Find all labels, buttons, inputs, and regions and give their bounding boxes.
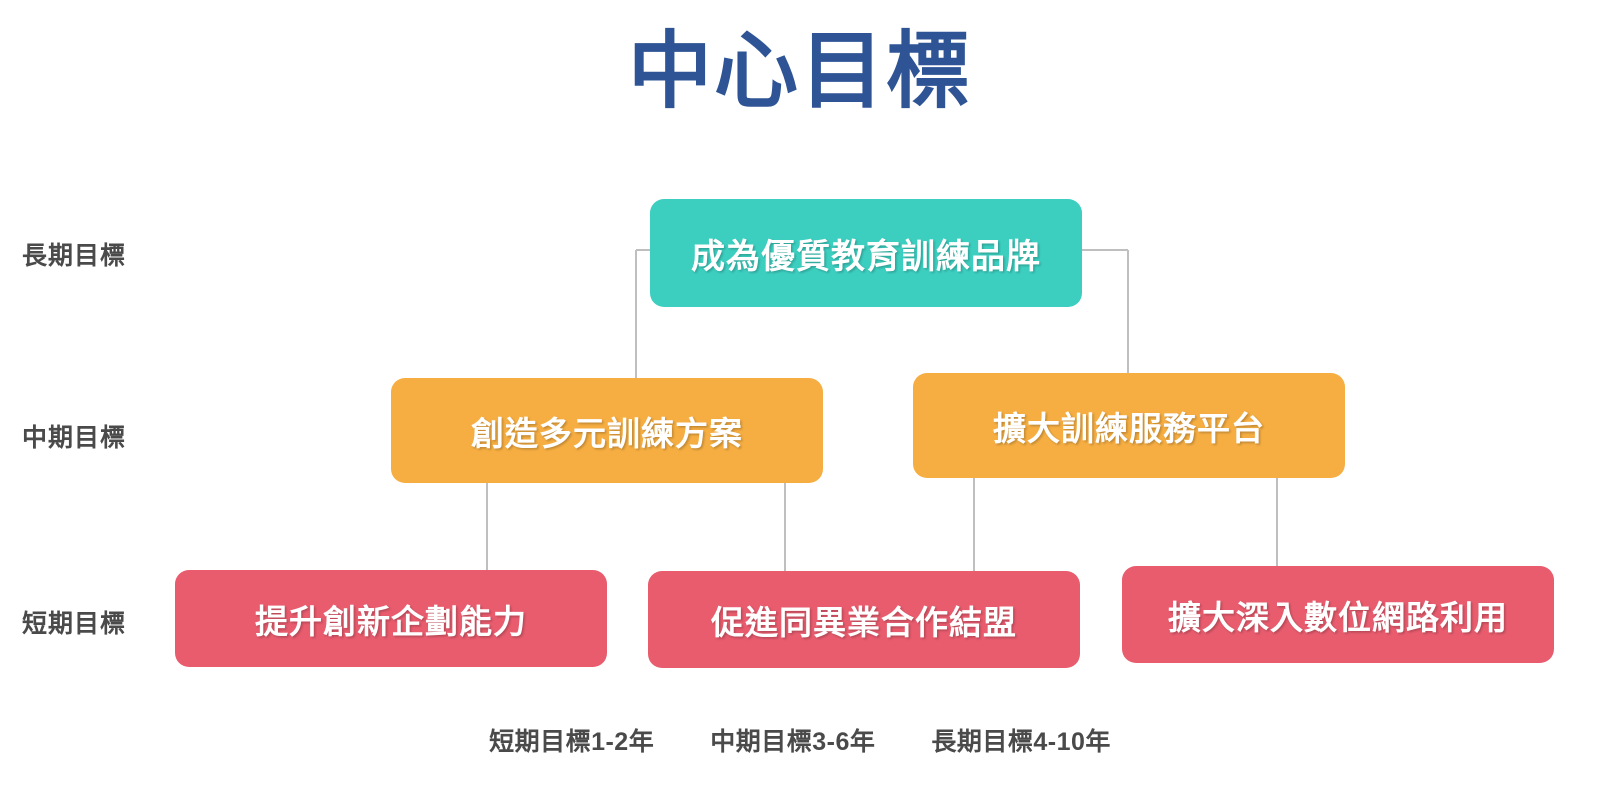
legend-item-short-term: 短期目標1-2年: [489, 728, 655, 756]
tier-label-short-term: 短期目標: [22, 610, 127, 638]
node-mid-term-2[interactable]: 擴大訓練服務平台: [913, 373, 1345, 478]
node-short-term-2[interactable]: 促進同異業合作結盟: [648, 571, 1080, 668]
tier-label-mid-term: 中期目標: [22, 424, 127, 452]
legend-item-mid-term: 中期目標3-6年: [710, 728, 876, 756]
footer-legend: 短期目標1-2年 中期目標3-6年 長期目標4-10年: [0, 722, 1600, 758]
node-mid-term-1[interactable]: 創造多元訓練方案: [391, 378, 823, 483]
page-title: 中心目標: [627, 21, 972, 120]
tier-label-long-term: 長期目標: [22, 242, 127, 270]
node-short-term-3[interactable]: 擴大深入數位網路利用: [1122, 566, 1554, 663]
node-long-term-1[interactable]: 成為優質教育訓練品牌: [650, 199, 1082, 307]
legend-item-long-term: 長期目標4-10年: [931, 728, 1111, 756]
node-short-term-1[interactable]: 提升創新企劃能力: [175, 570, 607, 667]
